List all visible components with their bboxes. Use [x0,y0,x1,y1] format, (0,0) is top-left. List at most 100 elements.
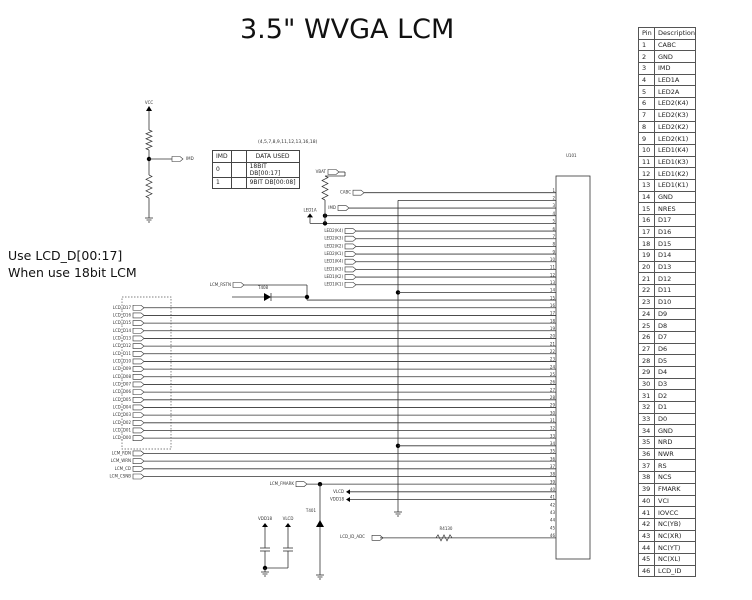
pin-number: 17 [638,225,655,239]
pin-description: D17 [653,214,697,227]
pin-number-label: 40 [550,487,556,492]
pin-number-label: 45 [550,525,556,530]
port-symbol [132,389,145,395]
data-net-label: LCD_D01 [113,427,132,432]
data-net-label: LCD_D17 [113,305,132,310]
pin-description: LED1(K1) [653,178,697,192]
net-label: CABC [340,190,351,195]
port-symbol [132,473,145,480]
resistor-icon [145,129,153,151]
power-arrow-icon [285,523,291,527]
pin-number: 2 [638,50,655,64]
control-net-label: LCM_CSNB [109,473,131,478]
pin-number: 11 [638,155,655,169]
junction-dot [317,481,323,487]
pin-number-label: 27 [550,387,556,392]
pin-number-label: 26 [550,380,556,385]
pin-number-label: 9 [552,249,555,254]
pin-number-label: 10 [550,257,556,262]
pin-description: LCD_ID [653,564,697,578]
pin-number-label: 1 [552,188,555,193]
port-symbol [132,458,145,464]
net-label: VDD18 [330,497,344,502]
port-symbol [132,343,145,349]
note-line-1: Use LCD_D[00:17] [8,248,123,263]
net-label: VCC [145,100,154,105]
pin-number-label: 14 [550,288,556,293]
pin-description: LED1(K4) [653,143,697,157]
port-symbol [327,169,340,175]
pin-number-label: 33 [550,433,556,438]
pin-number-label: 39 [550,479,556,484]
port-symbol [337,205,350,211]
data-used-value: 9BIT DB[00:08] [245,176,300,189]
pin-description: LED2(K2) [653,120,697,134]
pin-description: NC(YB) [653,517,697,531]
net-label: T401 [305,508,317,513]
net-label: LED2(K1) [324,251,343,256]
pin-description: CABC [653,38,697,52]
net-label: R4130 [440,526,453,531]
pin-number: 12 [638,167,655,180]
pin-number-label: 25 [550,372,556,377]
pin-number-label: 3 [552,203,555,208]
port-symbol [344,281,357,288]
pin-description: GND [653,190,697,204]
pin-number-label: 2 [552,196,555,201]
pin-description: GND [653,50,697,64]
data-net-label: LCD_D09 [113,366,132,371]
pin-number-label: 22 [550,349,556,354]
pin-description: NC(XR) [653,529,697,543]
pin-number-label: 32 [550,426,556,431]
net-label: VDD18 [258,516,272,521]
port-symbol [132,420,145,426]
pin-number-label: 38 [550,472,556,477]
control-net-label: LCM_RDN [112,450,131,455]
pin-description: D15 [653,237,697,251]
net-label: LCM_FMARK [270,481,295,486]
pin-number-label: 30 [550,410,556,415]
port-symbol [132,381,145,388]
port-symbol [352,189,365,196]
pin-number-label: 8 [552,242,555,247]
port-symbol [295,481,308,487]
port-symbol [132,404,145,411]
net-label: LED1A [303,207,316,212]
pin-number-label: 12 [550,272,556,277]
control-net-label: LCM_CD [115,466,131,471]
pin-number-label: 36 [550,456,556,461]
pin-description: NC(YT) [653,541,697,554]
pin-description: LED1(K2) [653,167,697,180]
pin-number-label: 19 [550,326,556,331]
pin-number-label: 44 [550,518,556,523]
data-net-label: LCD_D05 [113,397,132,402]
port-symbol [132,427,145,434]
net-label: VLCD [283,516,294,521]
pin-number-label: 35 [550,449,556,454]
data-bus-group [121,296,172,450]
pin-description: D16 [653,225,697,239]
net-label: LED2(K3) [324,236,343,241]
port-symbol [232,282,245,288]
pin-number-label: 37 [550,464,556,469]
net-label: LED2(K2) [324,243,343,248]
power-arrow-icon [262,523,268,527]
data-net-label: LCD_D15 [113,320,132,325]
pin-description: NRES [653,202,697,215]
resistor-icon [145,174,153,199]
